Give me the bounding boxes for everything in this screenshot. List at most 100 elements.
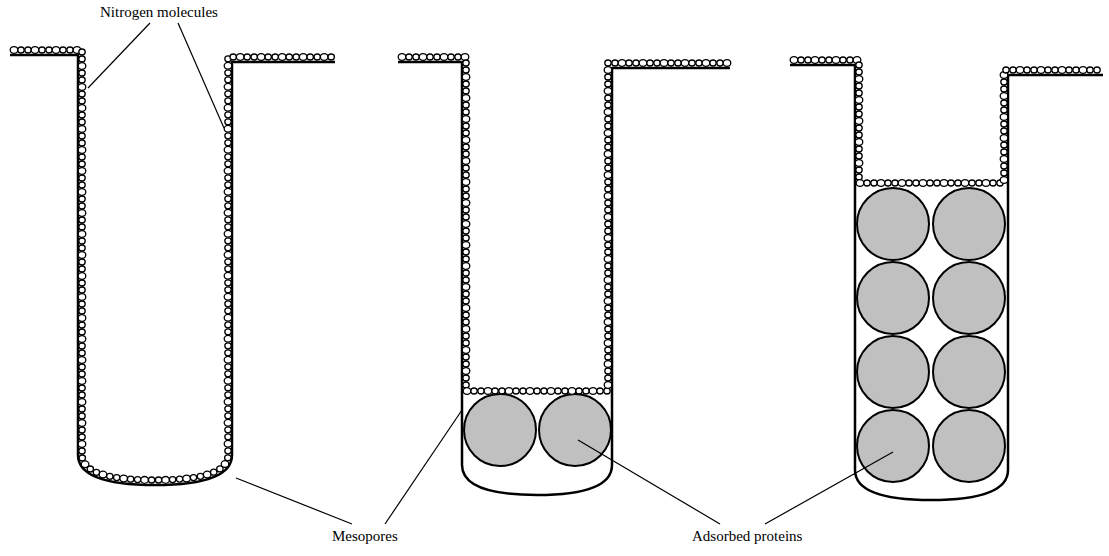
nitrogen-molecule bbox=[462, 263, 470, 270]
nitrogen-molecule bbox=[225, 434, 231, 440]
nitrogen-molecule bbox=[505, 388, 513, 395]
nitrogen-molecule bbox=[463, 165, 469, 171]
nitrogen-molecule bbox=[463, 109, 469, 115]
nitrogen-molecule bbox=[225, 196, 231, 202]
nitrogen-molecule bbox=[864, 180, 870, 186]
nitrogen-molecule bbox=[1000, 156, 1008, 163]
nitrogen-molecule bbox=[1003, 67, 1009, 73]
nitrogen-molecule bbox=[463, 228, 469, 234]
nitrogen-molecule bbox=[840, 57, 846, 63]
nitrogen-molecule bbox=[605, 326, 611, 332]
coating-path bbox=[400, 57, 730, 391]
nitrogen-molecule bbox=[885, 180, 891, 186]
nitrogen-molecule bbox=[79, 413, 85, 419]
nitrogen-molecule bbox=[856, 153, 862, 159]
nitrogen-molecule bbox=[148, 477, 154, 483]
nitrogen-molecule bbox=[976, 180, 982, 186]
nitrogen-molecule bbox=[877, 180, 885, 187]
nitrogen-molecule bbox=[463, 354, 469, 360]
nitrogen-molecule bbox=[463, 60, 469, 66]
nitrogen-molecule bbox=[78, 378, 86, 385]
nitrogen-molecule bbox=[78, 105, 86, 112]
nitrogen-molecule bbox=[576, 388, 582, 394]
nitrogen-molecule bbox=[448, 54, 454, 60]
nitrogen-molecule bbox=[463, 214, 469, 220]
nitrogen-molecule bbox=[639, 60, 647, 67]
nitrogen-molecule bbox=[604, 214, 612, 221]
nitrogen-molecule bbox=[78, 252, 86, 259]
nitrogen-molecule bbox=[79, 427, 85, 433]
protein bbox=[857, 336, 929, 408]
nitrogen-molecule bbox=[60, 47, 66, 53]
nitrogen-molecule bbox=[471, 388, 477, 394]
nitrogen-molecule bbox=[847, 57, 853, 63]
nitrogen-molecule bbox=[46, 47, 52, 53]
nitrogen-molecule bbox=[251, 54, 257, 60]
nitrogen-molecule bbox=[225, 259, 231, 265]
nitrogen-molecule bbox=[826, 57, 832, 63]
nitrogen-molecule bbox=[224, 209, 232, 216]
nitrogen-molecule bbox=[225, 161, 231, 167]
nitrogen-molecule bbox=[605, 123, 611, 129]
leader-line bbox=[385, 410, 462, 524]
nitrogen-molecule bbox=[604, 88, 612, 95]
nitrogen-molecule bbox=[79, 77, 85, 83]
nitrogen-molecule bbox=[440, 54, 448, 61]
nitrogen-molecule bbox=[604, 193, 612, 200]
nitrogen-molecule bbox=[855, 76, 863, 83]
nitrogen-molecule bbox=[78, 189, 86, 196]
nitrogen-molecule bbox=[1079, 67, 1087, 74]
nitrogen-molecule bbox=[605, 74, 611, 80]
nitrogen-molecule bbox=[605, 368, 611, 374]
nitrogen-molecule bbox=[633, 60, 639, 66]
nitrogen-molecule bbox=[224, 440, 232, 447]
nitrogen-molecule bbox=[1087, 67, 1093, 73]
nitrogen-molecule bbox=[696, 60, 702, 66]
nitrogen-molecule bbox=[78, 147, 86, 154]
nitrogen-molecule bbox=[225, 203, 231, 209]
nitrogen-molecule bbox=[1001, 79, 1007, 85]
nitrogen-molecule bbox=[919, 180, 927, 187]
nitrogen-molecule bbox=[78, 63, 86, 70]
nitrogen-molecule bbox=[568, 388, 576, 395]
nitrogen-molecule bbox=[398, 54, 406, 61]
nitrogen-molecule bbox=[605, 375, 611, 381]
nitrogen-molecule bbox=[1045, 67, 1051, 73]
nitrogen-molecule bbox=[265, 54, 271, 60]
nitrogen-molecule bbox=[605, 347, 611, 353]
nitrogen-molecule bbox=[211, 469, 217, 475]
nitrogen-molecule bbox=[855, 97, 863, 104]
nitrogen-molecule bbox=[225, 217, 231, 223]
nitrogen-molecule bbox=[224, 167, 232, 174]
nitrogen-molecule bbox=[605, 228, 611, 234]
nitrogen-molecule bbox=[1024, 67, 1030, 73]
nitrogen-molecule bbox=[463, 151, 469, 157]
nitrogen-molecule bbox=[462, 137, 470, 144]
nitrogen-molecule bbox=[183, 475, 191, 482]
nitrogen-molecule bbox=[127, 476, 133, 482]
protein bbox=[857, 410, 929, 482]
nitrogen-molecule bbox=[462, 179, 470, 186]
nitrogen-molecule bbox=[618, 60, 626, 67]
nitrogen-molecule bbox=[604, 361, 612, 368]
nitrogen-molecule bbox=[52, 47, 60, 54]
callout-label: Mesopores bbox=[330, 527, 400, 545]
nitrogen-molecule bbox=[78, 210, 86, 217]
nitrogen-molecule bbox=[79, 364, 85, 370]
nitrogen-molecule bbox=[604, 298, 612, 305]
nitrogen-molecule bbox=[79, 196, 85, 202]
nitrogen-molecule bbox=[79, 385, 85, 391]
nitrogen-molecule bbox=[1001, 100, 1007, 106]
nitrogen-molecule bbox=[114, 475, 120, 481]
nitrogen-molecule bbox=[660, 60, 668, 67]
nitrogen-molecule bbox=[492, 388, 498, 394]
nitrogen-molecule bbox=[272, 54, 278, 60]
nitrogen-molecule bbox=[723, 60, 731, 67]
nitrogen-molecule bbox=[224, 188, 232, 195]
nitrogen-molecule bbox=[225, 413, 231, 419]
coating-path bbox=[12, 50, 335, 480]
nitrogen-molecule bbox=[856, 132, 862, 138]
nitrogen-molecule bbox=[463, 235, 469, 241]
nitrogen-molecule bbox=[626, 60, 632, 66]
nitrogen-molecule bbox=[605, 312, 611, 318]
